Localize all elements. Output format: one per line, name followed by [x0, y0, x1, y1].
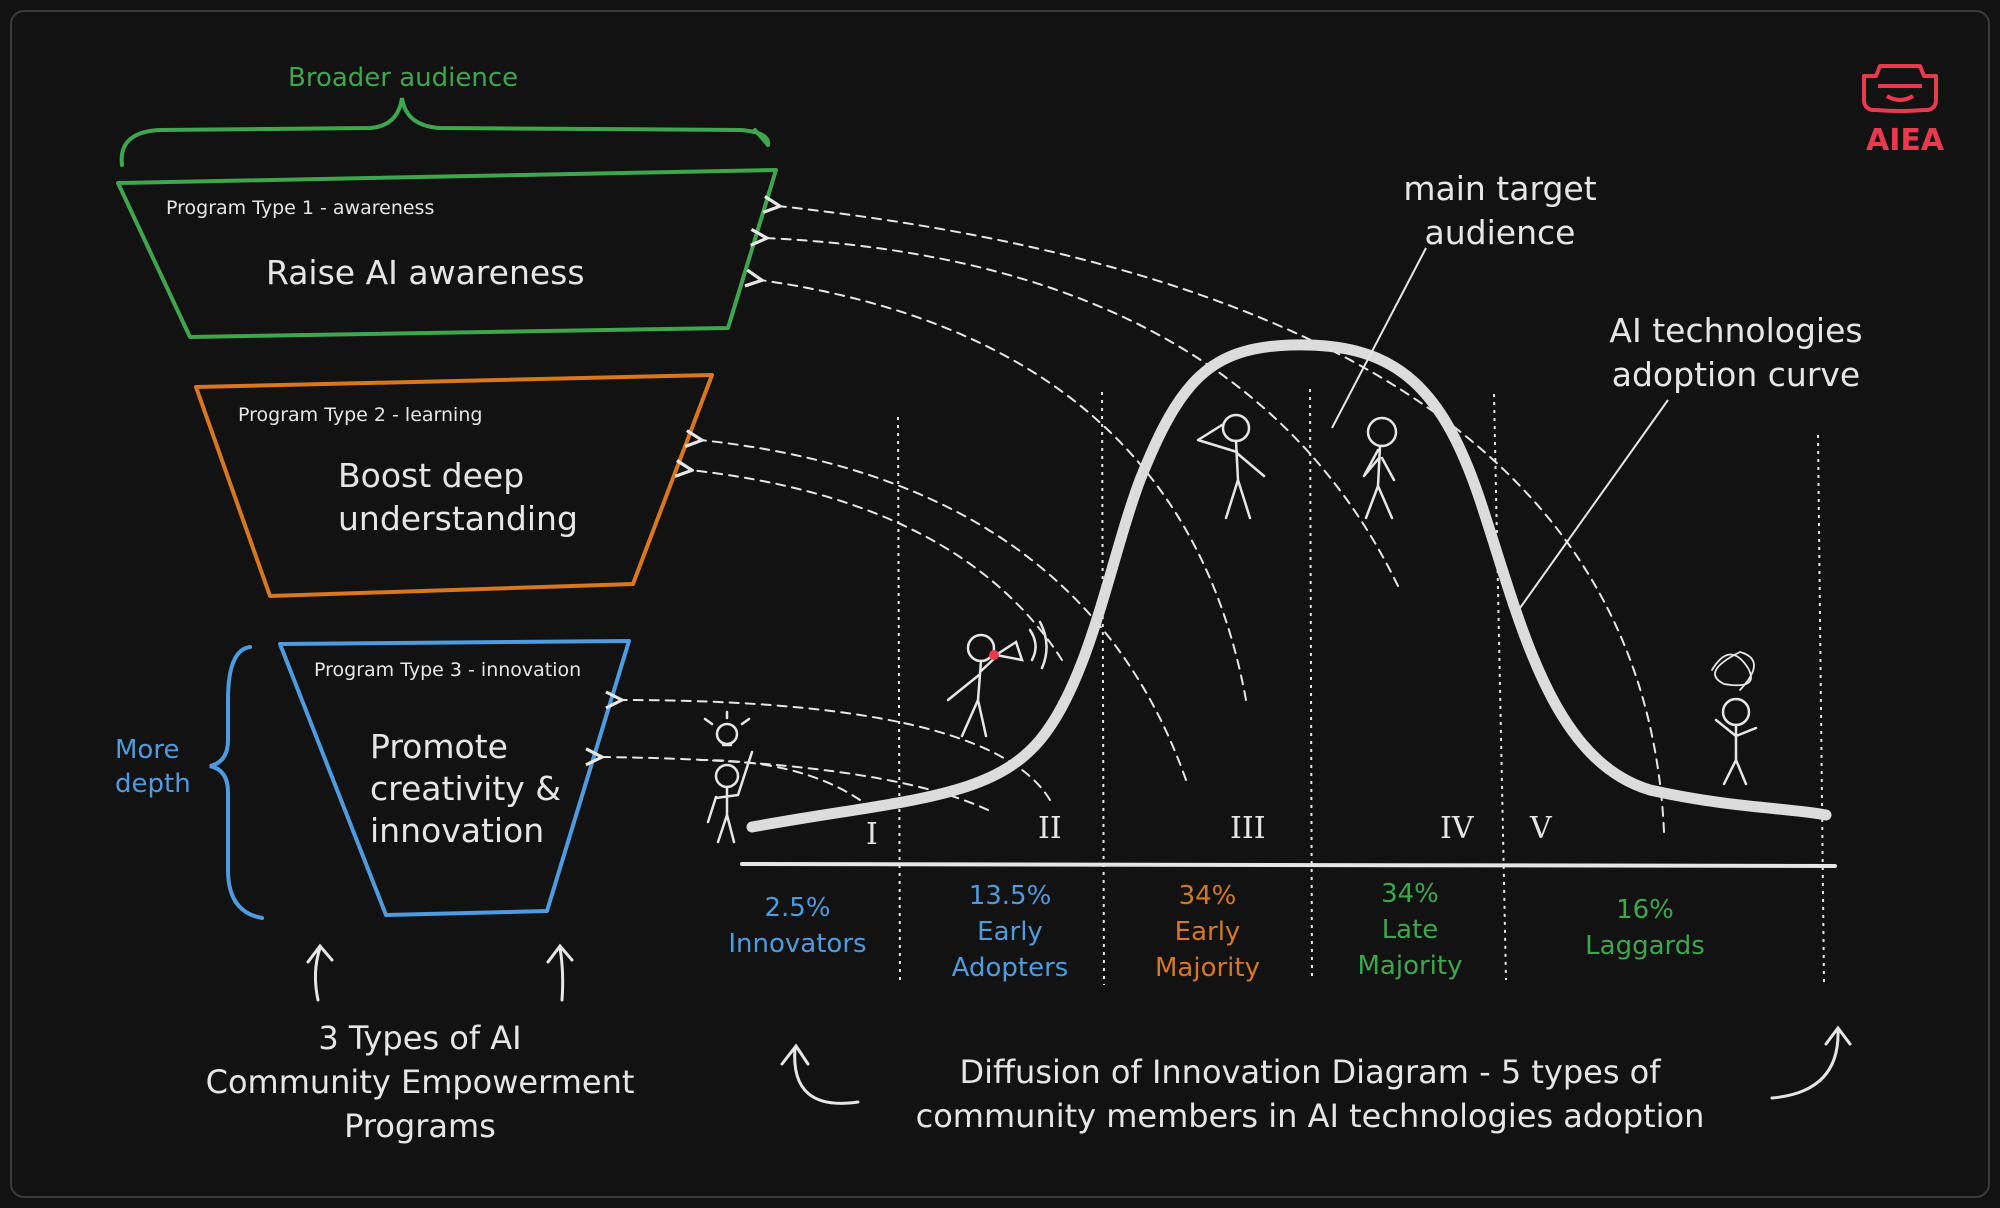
figure-laggard: [1711, 651, 1758, 786]
segment-2-name-line-2: Adopters: [951, 953, 1069, 983]
target-label-line-2: audience: [1424, 213, 1576, 252]
target-leader-line: [1331, 247, 1427, 429]
aiea-logo-icon: [1862, 64, 1938, 113]
program-2-title-line-2: understanding: [338, 499, 578, 538]
funnel-up-arrow-left: [306, 943, 334, 1002]
funnel-caption-line-1: 3 Types of AI: [318, 1019, 522, 1057]
left-caption-arrow: [780, 1043, 860, 1105]
program-3-title-line-3: innovation: [370, 811, 545, 850]
program-3-type-label: Program Type 3 - innovation: [314, 659, 582, 681]
figure-early-majority: [1196, 413, 1266, 520]
program-2-type-label: Program Type 2 - learning: [238, 404, 483, 426]
segment-5-percent: 16%: [1616, 895, 1674, 925]
segment-4-name-line-1: Late: [1381, 915, 1439, 945]
program-2-title-line-1: Boost deep: [338, 456, 525, 495]
more-depth-brace: [209, 645, 264, 920]
brand-logo-text: AIEA: [1866, 123, 1945, 158]
segment-4-numeral: IV: [1440, 811, 1474, 846]
program-2-shape: [194, 373, 714, 598]
program-3-title-line-2: creativity &: [370, 769, 562, 808]
segment-1-numeral: I: [866, 817, 878, 852]
diffusion-caption-line-2: community members in AI technologies ado…: [915, 1097, 1705, 1135]
segment-1-percent: 2.5%: [764, 893, 831, 923]
diffusion-caption-line-1: Diffusion of Innovation Diagram - 5 type…: [959, 1053, 1661, 1091]
broader-audience-brace: [119, 97, 771, 167]
segment-3-name-line-2: Majority: [1155, 953, 1260, 983]
target-label-line-1: main target: [1403, 169, 1597, 208]
segment-5-numeral: V: [1530, 811, 1552, 846]
adoption-curve: [746, 339, 1832, 833]
figure-early-adopter: [946, 620, 1048, 738]
program-3-title-line-1: Promote: [370, 727, 508, 766]
figure-innovator: [703, 710, 754, 844]
more-depth-label-line-1: More: [115, 735, 180, 765]
canvas-frame: [10, 10, 1990, 1198]
segment-4-name-line-2: Majority: [1357, 951, 1463, 981]
segment-2-name-line-1: Early: [977, 917, 1043, 947]
more-depth-label-line-2: depth: [115, 769, 191, 799]
segment-2-percent: 13.5%: [968, 881, 1052, 911]
figure-late-majority: [1362, 416, 1398, 520]
curve-label-line-2: adoption curve: [1611, 355, 1861, 394]
program-1-title: Raise AI awareness: [266, 253, 585, 292]
segment-2-numeral: II: [1038, 811, 1062, 846]
curve-leader-line: [1519, 399, 1669, 609]
right-caption-arrow: [1770, 1025, 1852, 1100]
megaphone-dot: [989, 650, 999, 660]
funnel-caption-line-2: Community Empowerment: [205, 1063, 635, 1101]
segment-3-name-line-1: Early: [1174, 917, 1241, 947]
dashed-arrows: [600, 206, 1665, 833]
segment-dividers: [897, 388, 1825, 986]
program-1-type-label: Program Type 1 - awareness: [166, 197, 435, 219]
curve-label-line-1: AI technologies: [1609, 311, 1863, 350]
segment-3-numeral: III: [1230, 811, 1266, 846]
curve-baseline: [740, 862, 1837, 868]
segment-3-percent: 34%: [1178, 881, 1237, 911]
segment-4-percent: 34%: [1381, 879, 1439, 909]
funnel-up-arrow-right: [546, 943, 574, 1002]
program-3-shape: [278, 639, 631, 917]
funnel-caption-line-3: Programs: [344, 1107, 496, 1145]
program-1-shape: [116, 168, 778, 339]
broader-audience-label: Broader audience: [288, 63, 519, 93]
segment-1-name: Innovators: [728, 929, 867, 959]
segment-5-name: Laggards: [1585, 931, 1705, 961]
